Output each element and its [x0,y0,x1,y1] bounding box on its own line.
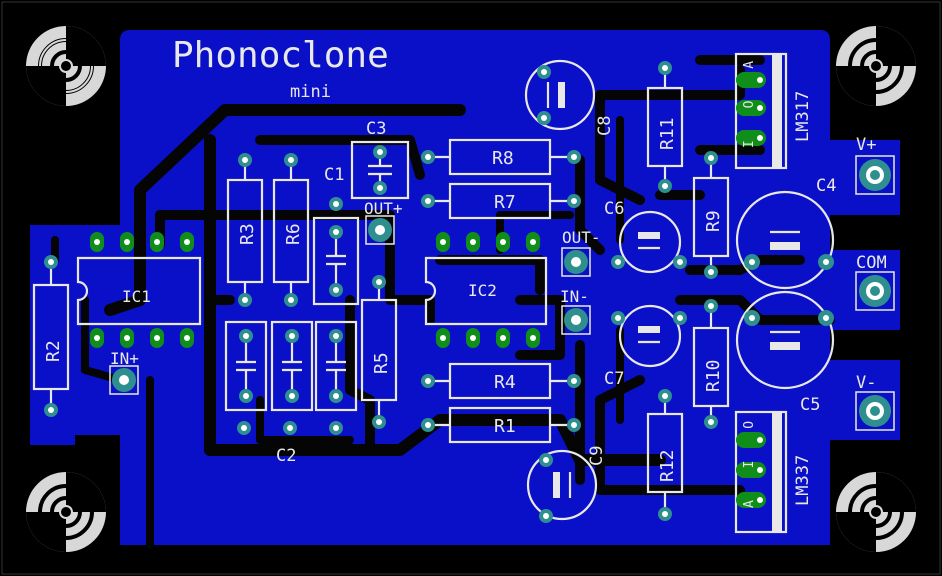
r6-label: R6 [283,223,304,245]
capacitor-c9: C9 [526,446,607,523]
pad-out-minus: OUT- [561,228,601,277]
mount-hole-top-right [836,26,916,106]
resistor-r7: R7 [421,182,581,220]
regulator-lm337: A I O LM337 [734,409,813,534]
capacitor-c7: C7 [604,304,687,389]
ic1: IC1 [76,232,202,348]
capacitor-c5: C5 [735,290,835,415]
resistor-r5: R5 [360,275,398,429]
com-label: COM [856,253,887,273]
c8-label: C8 [595,116,615,136]
c2-label: C2 [276,446,296,466]
resistor-r8: R8 [421,138,581,176]
r3-label: R3 [237,223,258,245]
lm337-pins: A I O [742,409,757,508]
capacitor-c6: C6 [604,199,687,274]
pad-com: COM [855,253,895,311]
pad-out-plus: OUT+ [364,199,403,245]
mount-hole-bottom-left [26,472,106,552]
r11-label: R11 [657,117,678,150]
r8-label: R8 [492,148,514,169]
resistor-r6: R6 [272,153,310,307]
capacitor-c1: C1 [312,165,360,306]
pad-in-plus: IN+ [109,349,139,395]
c6-label: C6 [604,199,624,219]
resistor-r3: R3 [226,153,264,307]
resistor-r1: R1 [421,406,581,444]
resistor-r11: R11 [646,61,684,193]
v-plus-label: V+ [856,135,876,155]
traces [51,55,835,549]
resistor-r2: R2 [32,255,70,417]
out-plus-label: OUT+ [364,199,403,218]
r10-label: R10 [703,359,724,392]
pad-v-plus: V+ [855,135,895,195]
out-minus-label: OUT- [562,228,601,247]
in-plus-label: IN+ [110,349,139,368]
r2-label: R2 [43,340,64,362]
c5-label: C5 [800,395,820,415]
mount-hole-bottom-right [836,472,916,552]
c7-label: C7 [604,369,624,389]
r7-label: R7 [494,192,516,213]
mount-hole-top-left [26,26,106,106]
r9-label: R9 [703,210,724,232]
ic1-label: IC1 [122,287,151,306]
lm317-pins: I O A [742,49,757,148]
pad-v-minus: V- [855,373,895,431]
board-title: Phonoclone [172,35,389,76]
resistor-r9: R9 [692,151,730,279]
r12-label: R12 [657,449,678,482]
regulator-lm317: I O A LM317 [734,49,813,170]
pad-in-minus: IN- [560,287,591,335]
resistor-r10: R10 [692,299,730,429]
resistor-r4: R4 [421,362,581,400]
lm337-label: LM337 [793,455,813,506]
capacitor-c4: C4 [735,176,836,290]
c4-label: C4 [816,176,836,196]
r5-label: R5 [371,352,392,374]
ic2: IC2 [424,232,548,348]
ic2-label: IC2 [468,281,497,300]
mount-holes [26,26,916,552]
v-minus-label: V- [856,373,876,393]
in-minus-label: IN- [560,287,589,306]
board-subtitle: mini [290,82,331,102]
resistor-r12: R12 [646,389,684,521]
capacitor-c3: C3 [350,119,410,200]
capacitor-c2: C2 [224,320,358,466]
r1-label: R1 [494,416,516,437]
capacitor-c8: C8 [524,59,615,136]
lm317-label: LM317 [793,91,813,142]
r4-label: R4 [494,372,516,393]
c9-label: C9 [587,446,607,466]
c3-label: C3 [366,119,386,139]
c1-label: C1 [324,165,344,185]
